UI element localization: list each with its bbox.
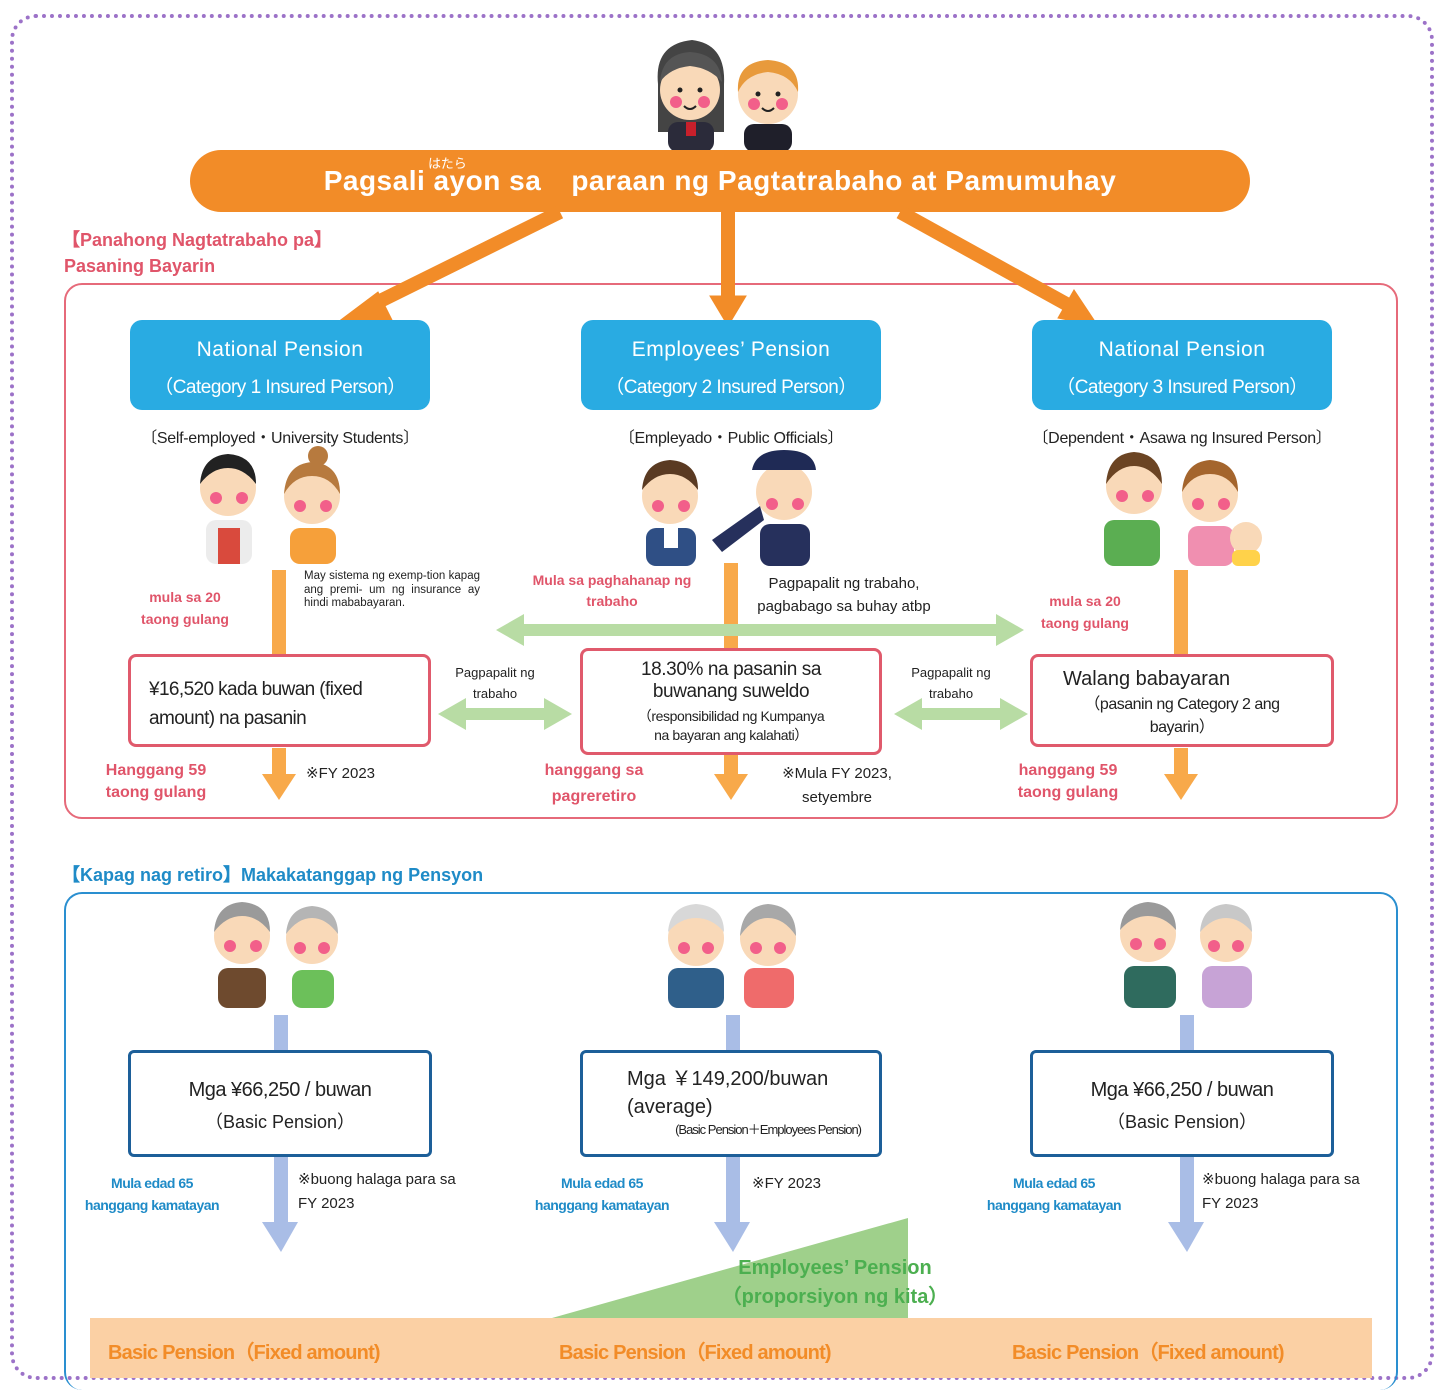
category-2-subtitle: （Category 2 Insured Person） — [605, 377, 857, 398]
change-note: Pagpapalit ng trabaho, pagbabago sa buha… — [757, 575, 931, 615]
category-1-note: ※FY 2023 — [306, 765, 376, 782]
pension-1-type: （Basic Pension） — [204, 1112, 356, 1132]
category-3-subtitle: （Category 3 Insured Person） — [1056, 377, 1308, 398]
category-1-who: 〔Self-employed・University Students〕 — [141, 430, 419, 447]
category-3-amount: Walang babayaran — [1063, 668, 1231, 690]
basic-pension-label-1: Basic Pension（Fixed amount) — [108, 1342, 381, 1364]
pension-3-from: Mula edad 65 hanggang kamatayan — [986, 1175, 1122, 1213]
pension-3-type: （Basic Pension） — [1106, 1112, 1258, 1132]
category-1-subtitle: （Category 1 Insured Person） — [154, 377, 406, 398]
category-1-amount-box: ¥16,520 kada buwan (fixed amount) na pas… — [128, 654, 431, 747]
girl-student-icon — [657, 40, 725, 152]
category-2-box: Employees’ Pension （Category 2 Insured P… — [581, 320, 881, 410]
category-3-box: National Pension （Category 3 Insured Per… — [1032, 320, 1332, 410]
working-heading: 【Panahong Nagtatrabaho pa】 — [62, 230, 333, 250]
category-1-box: National Pension （Category 1 Insured Per… — [130, 320, 430, 410]
category-3-amount-note: （pasanin ng Category 2 ang bayarin） — [1084, 696, 1280, 736]
pension-1-box: Mga ¥66,250 / buwan （Basic Pension） — [128, 1050, 432, 1157]
retired-couple-right-icon — [1120, 902, 1252, 1008]
self-employed-people-icon — [200, 446, 340, 564]
periwinkle-arrows — [262, 1015, 1204, 1252]
category-2-note: ※Mula FY 2023, setyembre — [782, 765, 892, 806]
category-1-amount: ¥16,520 kada buwan (fixed amount) na pas… — [149, 679, 363, 729]
retired-couple-left-icon — [214, 902, 338, 1008]
category-1-end: Hanggang 59 taong gulang — [105, 762, 207, 801]
retired-panel — [64, 892, 1398, 1390]
category-2-amount: 18.30% na pasanin sa buwanang suweldo — [640, 659, 822, 702]
category-3-who: 〔Dependent・Asawa ng Insured Person〕 — [1032, 430, 1332, 447]
pension-3-amount: Mga ¥66,250 / buwan — [1090, 1079, 1274, 1101]
title-banner: Pagsali ayon sa paraan ng Pagtatrabaho a… — [190, 150, 1250, 212]
category-1-start: mula sa 20 taong gulang — [141, 589, 229, 627]
dependent-family-icon — [1104, 452, 1262, 566]
category-2-amount-note: （responsibilidad ng Kumpanya na bayaran … — [637, 708, 825, 743]
pension-3-box: Mga ¥66,250 / buwan （Basic Pension） — [1030, 1050, 1334, 1157]
retired-couple-center-icon — [668, 904, 796, 1008]
green-double-arrows — [438, 614, 1028, 730]
category-3-title: National Pension — [1098, 338, 1266, 361]
employee-officer-people-icon — [642, 450, 816, 566]
banner-title-part2: paraan ng Pagtatrabaho at Pamumuhay — [571, 165, 1117, 196]
category-2-start: Mula sa paghahanap ng trabaho — [532, 572, 692, 609]
category-3-amount-box: Walang babayaran （pasanin ng Category 2 … — [1030, 654, 1334, 747]
retired-heading-part2: Makakatanggap ng Pensyon — [241, 865, 484, 885]
pension-3-note: ※buong halaga para sa FY 2023 — [1202, 1171, 1360, 1212]
category-1-title: National Pension — [196, 338, 364, 361]
exemption-note: May sistema ng exemp-tion kapag ang prem… — [304, 570, 480, 609]
working-subheading: Pasaning Bayarin — [64, 256, 216, 276]
orange-arrow-center — [709, 212, 747, 327]
basic-pension-label-3: Basic Pension（Fixed amount) — [1012, 1342, 1285, 1364]
pension-2-from: Mula edad 65 hanggang kamatayan — [534, 1175, 670, 1213]
pension-1-note: ※buong halaga para sa FY 2023 — [298, 1171, 456, 1212]
boy-student-icon — [737, 60, 799, 152]
orange-arrow-right — [896, 205, 1100, 327]
pension-2-type: (Basic Pension＋Employees Pension) — [675, 1122, 862, 1137]
pension-2-note: ※FY 2023 — [752, 1175, 822, 1192]
employees-pension-wedge — [552, 1218, 908, 1318]
retired-heading: 【Kapag nag retiro】Makakatanggap ng Pensy… — [62, 861, 483, 887]
dotted-frame — [10, 14, 1434, 1380]
furigana: はたら — [428, 156, 467, 171]
category-3-end: hanggang 59 taong gulang — [1017, 762, 1119, 801]
banner-title-part1: Pagsali ayon sa — [323, 165, 542, 196]
category-3-start: mula sa 20 taong gulang — [1041, 593, 1129, 631]
job-change-right: Pagpapalit ng trabaho — [911, 665, 991, 701]
job-change-left: Pagpapalit ng trabaho — [455, 665, 535, 701]
pension-2-box: Mga ￥149,200/buwan (average) (Basic Pens… — [580, 1050, 882, 1157]
category-2-title: Employees’ Pension — [631, 338, 831, 361]
basic-pension-label-2: Basic Pension（Fixed amount) — [559, 1342, 832, 1364]
orange-vertical-arrows — [262, 563, 1198, 800]
basic-pension-bar — [90, 1318, 1372, 1378]
pension-2-amount: Mga ￥149,200/buwan (average) — [627, 1068, 829, 1118]
category-2-amount-box: 18.30% na pasanin sa buwanang suweldo （r… — [580, 648, 882, 755]
pension-1-from: Mula edad 65 hanggang kamatayan — [84, 1175, 220, 1213]
category-2-who: 〔Empleyado・Public Officials〕 — [618, 430, 844, 447]
category-2-end: hanggang sa pagreretiro — [544, 762, 644, 805]
retired-heading-part1: 【Kapag nag retiro】 — [62, 865, 242, 885]
students-illustration — [657, 40, 799, 152]
employees-pension-label: Employees’ Pension （proporsiyon ng kita） — [721, 1257, 949, 1308]
orange-arrow-left — [336, 205, 564, 323]
pension-1-amount: Mga ¥66,250 / buwan — [188, 1079, 372, 1101]
